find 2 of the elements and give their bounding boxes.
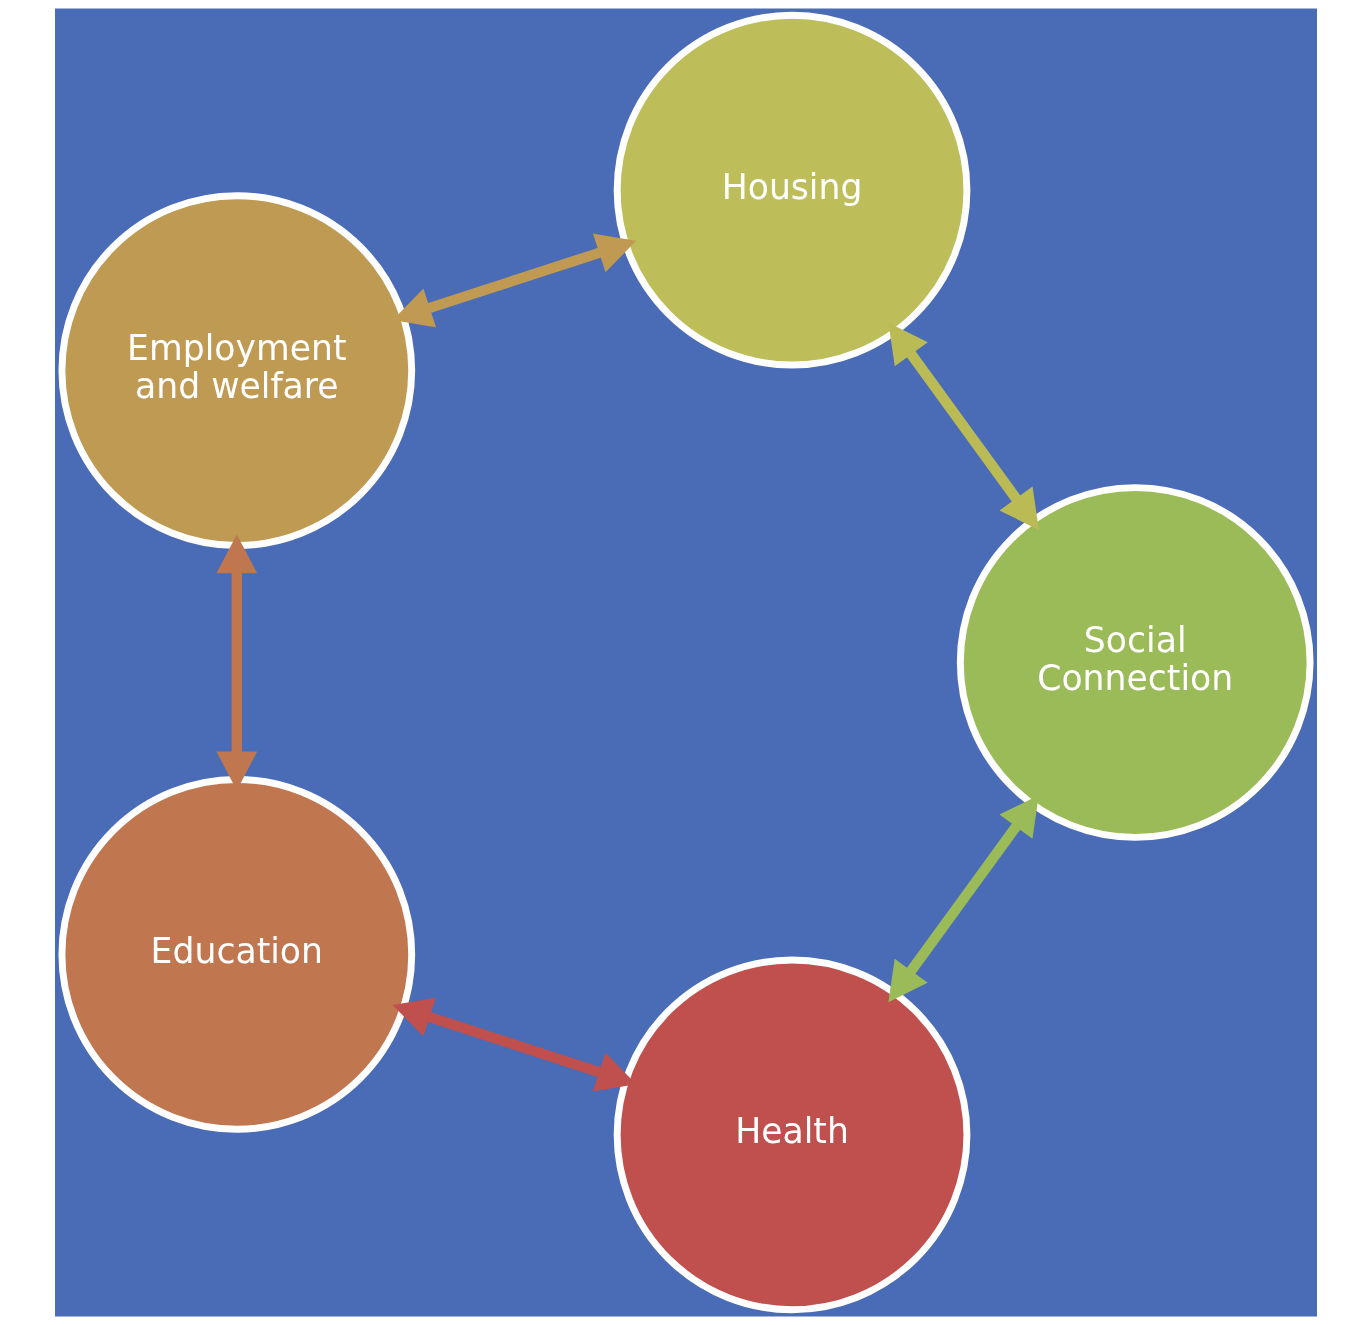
node-circle: Employment and welfare: [58, 192, 416, 549]
node-circle: Education: [58, 776, 416, 1133]
